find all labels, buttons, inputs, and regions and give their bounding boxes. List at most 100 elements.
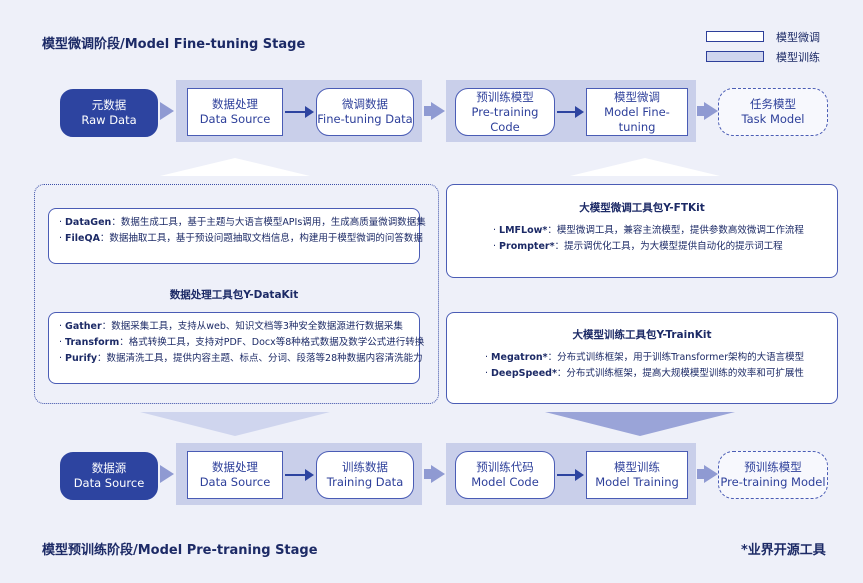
trainkit-panel: 大模型训练工具包Y-TrainKit · Megatron*：分布式训练框架，用…	[446, 312, 838, 404]
pretrain-stage-title: 模型预训练阶段/Model Pre-traning Stage	[42, 543, 318, 558]
data-source-start-en: Data Source	[73, 476, 145, 490]
pretrain-model-node: 预训练模型 Pre-training Code	[455, 88, 555, 136]
legend-train-swatch	[706, 51, 764, 62]
model-finetune-node: 模型微调 Model Fine-tuning	[586, 88, 688, 136]
ftkit-title: 大模型微调工具包Y-FTKit	[579, 202, 705, 214]
datakit-title: 数据处理工具包Y-DataKit	[169, 289, 299, 301]
arrow-pt-process-to-training-head	[305, 469, 314, 481]
trainkit-item-deepspeed: · DeepSpeed*：分布式训练框架，提高大规模模型训练的效率和可扩展性	[485, 368, 804, 379]
pretrain-model-zh: 预训练模型	[476, 89, 534, 104]
datakit-item-fileqa: · FileQA：数据抽取工具，基于预设问题抽取文档信息，构建用于模型微调的问答…	[59, 233, 423, 244]
pretrained-model-node: 预训练模型 Pre-training Model	[718, 451, 828, 499]
task-model-node: 任务模型 Task Model	[718, 88, 828, 136]
legend-train-label: 模型训练	[776, 51, 820, 64]
model-finetune-en: Model Fine-tuning	[604, 104, 670, 134]
pretrain-code-zh: 预训练代码	[476, 460, 534, 474]
purify-desc: ：数据清洗工具，提供内容主题、标点、分词、段落等28种数据内容清洗能力	[97, 353, 423, 364]
ftkit-list: · LMFLow*：模型微调工具，兼容主流模型，提供参数高效微调工作流程 · P…	[447, 223, 837, 255]
ftkit-connector-top	[570, 158, 720, 176]
datakit-top-card: · DataGen：数据生成工具，基于主题与大语言模型APIs调用，生成高质量微…	[48, 208, 426, 264]
megatron-name: Megatron*	[491, 352, 548, 363]
arrow-to-task-stem	[697, 106, 705, 116]
arrow-pt-to-model-band-head	[431, 465, 445, 483]
model-training-node: 模型训练 Model Training	[586, 451, 688, 499]
pretrained-model-en: Pre-training Model	[720, 475, 826, 489]
trainkit-title: 大模型训练工具包Y-TrainKit	[572, 329, 712, 341]
footnote: *业界开源工具	[741, 543, 826, 558]
ftkit-item-prompter: · Prompter*：提示调优化工具，为大模型提供自动化的提示词工程	[493, 241, 783, 252]
transform-desc: ：格式转换工具，支持对PDF、Docx等8种格式数据及数学公式进行转换	[119, 337, 425, 348]
datakit-connector-top	[160, 158, 310, 176]
pretrain-code-node: 预训练代码 Model Code	[455, 451, 555, 499]
datakit-connector-bottom	[140, 412, 330, 436]
prompter-name: Prompter*	[499, 241, 555, 252]
gather-desc: ：数据采集工具，支持从web、知识文档等3种安全数据源进行数据采集	[101, 321, 403, 332]
pretrained-model-zh: 预训练模型	[744, 460, 802, 474]
arrow-pretrain-to-finetune-line	[557, 111, 577, 113]
prompter-desc: ：提示调优化工具，为大模型提供自动化的提示词工程	[554, 241, 783, 252]
trainkit-list: · Megatron*：分布式训练框架，用于训练Transformer架构的大语…	[447, 350, 837, 382]
model-finetune-zh: 模型微调	[614, 89, 660, 104]
pt-data-process-en: Data Source	[199, 475, 271, 489]
transform-name: Transform	[65, 337, 120, 348]
legend-finetune-label: 模型微调	[776, 31, 820, 44]
finetune-data-en: Fine-tuning Data	[317, 112, 413, 126]
datakit-item-gather: · Gather：数据采集工具，支持从web、知识文档等3种安全数据源进行数据采…	[59, 321, 403, 332]
datagen-desc: ：数据生成工具，基于主题与大语言模型APIs调用，生成高质量微调数据集	[111, 217, 426, 228]
datakit-bottom-card: · Gather：数据采集工具，支持从web、知识文档等3种安全数据源进行数据采…	[48, 312, 425, 384]
model-training-zh: 模型训练	[614, 460, 660, 474]
trainkit-connector-bottom	[545, 412, 735, 436]
raw-data-en: Raw Data	[81, 113, 137, 127]
raw-data-node: 元数据 Raw Data	[60, 89, 158, 137]
finetune-stage-title: 模型微调阶段/Model Fine-tuning Stage	[42, 37, 306, 52]
fileqa-desc: ：数据抽取工具，基于预设问题抽取文档信息，构建用于模型微调的问答数据	[99, 233, 423, 244]
datakit-item-datagen: · DataGen：数据生成工具，基于主题与大语言模型APIs调用，生成高质量微…	[59, 217, 426, 228]
finetune-data-zh: 微调数据	[342, 97, 388, 111]
fileqa-name: FileQA	[65, 233, 100, 244]
lmflow-desc: ：模型微调工具，兼容主流模型，提供参数高效微调工作流程	[547, 225, 804, 236]
arrow-pretrain-to-finetune-head	[575, 106, 584, 118]
deepspeed-desc: ：分布式训练框架，提高大规模模型训练的效率和可扩展性	[556, 368, 804, 379]
pt-data-process-node: 数据处理 Data Source	[187, 451, 283, 499]
arrow-process-to-finetune-head	[305, 106, 314, 118]
data-process-en: Data Source	[199, 112, 271, 126]
pretrain-code-en: Model Code	[471, 475, 539, 489]
data-source-start-node: 数据源 Data Source	[60, 452, 158, 500]
legend-finetune-swatch	[706, 31, 764, 42]
deepspeed-name: DeepSpeed*	[491, 368, 557, 379]
datakit-item-purify: · Purify：数据清洗工具，提供内容主题、标点、分词、段落等28种数据内容清…	[59, 353, 423, 364]
arrow-to-pretrained-stem	[697, 469, 705, 479]
arrow-source-to-process	[160, 465, 174, 483]
data-process-node: 数据处理 Data Source	[187, 88, 283, 136]
ftkit-panel: 大模型微调工具包Y-FTKit · LMFLow*：模型微调工具，兼容主流模型，…	[446, 184, 838, 278]
arrow-pt-to-model-band-stem	[424, 469, 432, 479]
trainkit-item-megatron: · Megatron*：分布式训练框架，用于训练Transformer架构的大语…	[485, 352, 805, 363]
finetune-data-node: 微调数据 Fine-tuning Data	[316, 88, 414, 136]
training-data-zh: 训练数据	[342, 460, 388, 474]
training-data-en: Training Data	[326, 475, 404, 489]
gather-name: Gather	[65, 321, 102, 332]
task-model-zh: 任务模型	[750, 97, 796, 111]
model-training-en: Model Training	[595, 475, 679, 489]
megatron-desc: ：分布式训练框架，用于训练Transformer架构的大语言模型	[547, 352, 805, 363]
training-data-node: 训练数据 Training Data	[316, 451, 414, 499]
task-model-en: Task Model	[741, 112, 805, 126]
pt-data-process-zh: 数据处理	[212, 460, 258, 474]
data-process-zh: 数据处理	[212, 97, 258, 111]
arrow-code-to-training-line	[557, 474, 577, 476]
pretrain-model-en: Pre-training Code	[471, 104, 539, 134]
arrow-raw-to-process	[160, 102, 174, 120]
arrow-to-task-head	[704, 102, 718, 120]
arrow-pt-process-to-training-line	[285, 474, 307, 476]
datakit-item-transform: · Transform：格式转换工具，支持对PDF、Docx等8种格式数据及数学…	[59, 337, 425, 348]
raw-data-zh: 元数据	[91, 98, 127, 112]
arrow-to-pretrained-head	[704, 465, 718, 483]
datagen-name: DataGen	[65, 217, 112, 228]
data-source-start-zh: 数据源	[91, 461, 127, 475]
ftkit-item-lmflow: · LMFLow*：模型微调工具，兼容主流模型，提供参数高效微调工作流程	[493, 225, 804, 236]
arrow-to-model-band-stem	[424, 106, 432, 116]
lmflow-name: LMFLow*	[499, 225, 548, 236]
arrow-to-model-band-head	[431, 102, 445, 120]
arrow-code-to-training-head	[575, 469, 584, 481]
arrow-process-to-finetune-line	[285, 111, 307, 113]
